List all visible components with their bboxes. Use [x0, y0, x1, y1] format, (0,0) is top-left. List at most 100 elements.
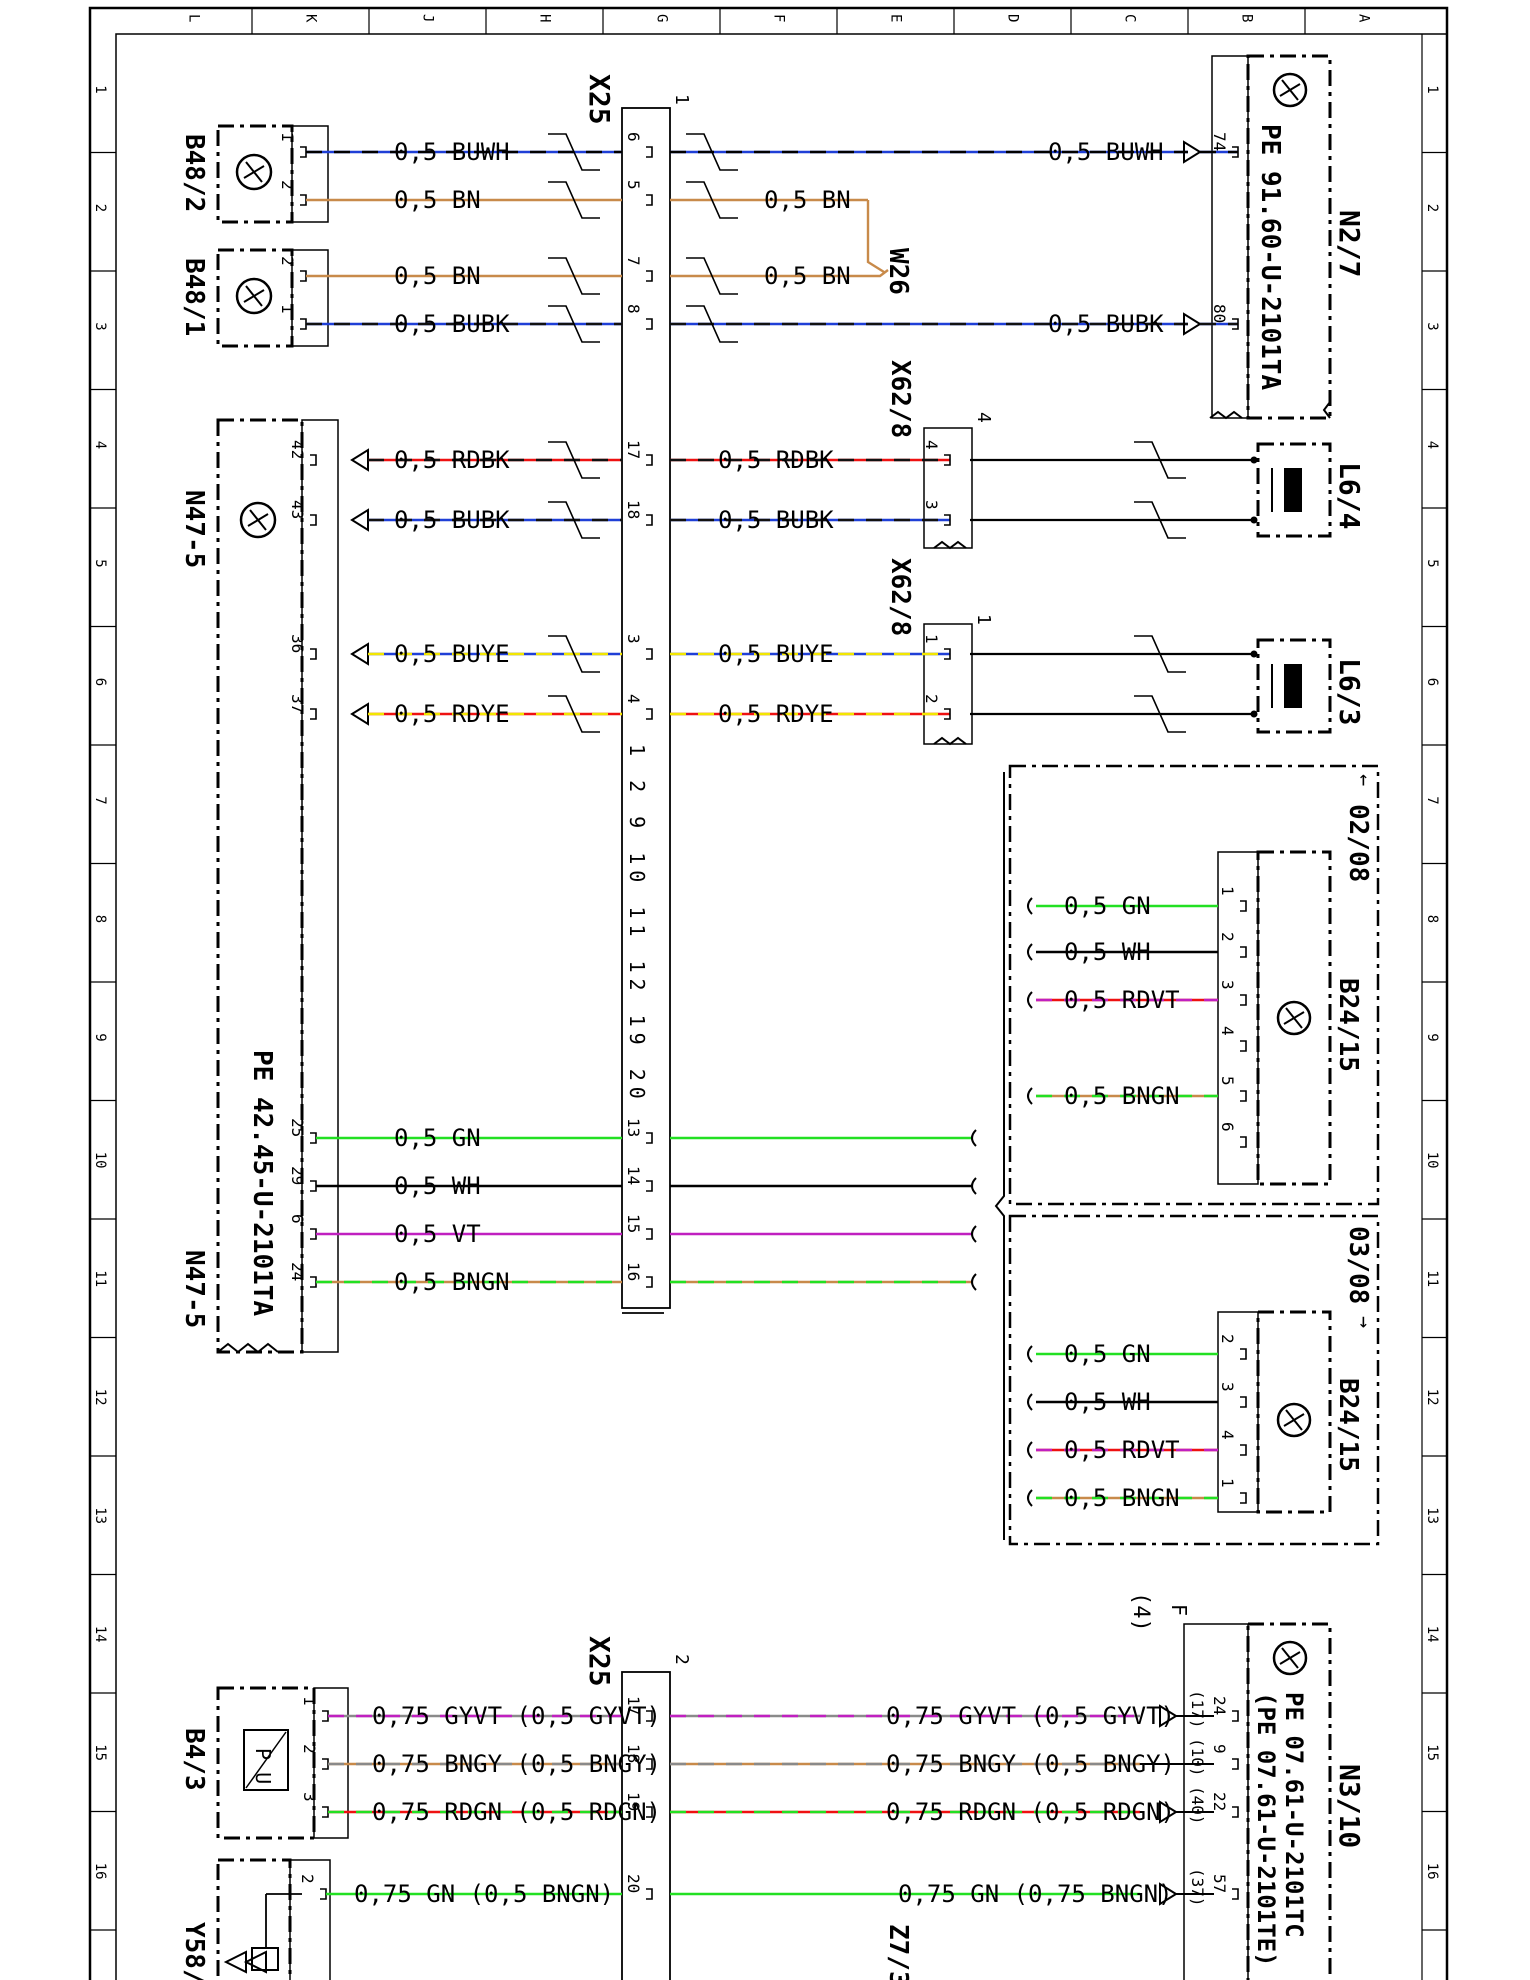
- pin-terminal: [1232, 318, 1239, 330]
- pin-number: 19: [624, 1792, 643, 1811]
- x62-8-connector-b[interactable]: X62/8 1: [885, 558, 994, 745]
- wire-label-right: 0,5 BUBK: [1048, 310, 1164, 338]
- b48-1-component[interactable]: B48/1: [179, 248, 329, 348]
- row-number: 8: [1424, 915, 1440, 923]
- pin-number: 57: [1210, 1874, 1229, 1893]
- l6-3-coil[interactable]: L6/3: [1256, 638, 1366, 734]
- pin-terminal: [1232, 1758, 1239, 1770]
- wire-label-right: 0,5 BN: [764, 262, 851, 290]
- y58-component[interactable]: Y58/: [179, 1858, 331, 1980]
- column-letter: E: [888, 14, 904, 22]
- pin-terminal: [646, 648, 653, 660]
- row-number: 3: [92, 322, 108, 330]
- column-letter: L: [186, 14, 202, 22]
- wire-break: [1134, 441, 1186, 479]
- ref-03-08[interactable]: 03/08: [1343, 1226, 1373, 1304]
- x62-8-connector-a[interactable]: X62/8 4: [885, 360, 994, 549]
- pin-number: 29: [288, 1166, 307, 1185]
- pin-number-alt: (10): [1188, 1738, 1207, 1777]
- row-number: 10: [92, 1152, 108, 1169]
- pin-number: 5: [1218, 1076, 1237, 1086]
- pin-number: 22: [1210, 1792, 1229, 1811]
- pin-terminal: [646, 1806, 653, 1818]
- column-letter: H: [537, 14, 553, 22]
- ref-02-08[interactable]: 02/08: [1343, 804, 1373, 882]
- pin-terminal: [944, 708, 951, 720]
- n2-7-component[interactable]: PE 91.60-U-2101TA N2/7: [1211, 54, 1366, 420]
- wire-label-right: 0,5 BUYE: [718, 640, 834, 668]
- n47-5-component[interactable]: N47-5 N47-5 PE 42.45-U-2101TA: [179, 418, 339, 1354]
- pin-number: 4: [1218, 1026, 1237, 1036]
- x62-8-number: 1: [973, 614, 994, 625]
- b24-wire-label: 0,5 GN: [1064, 1340, 1151, 1368]
- row-number: 1: [1424, 85, 1440, 93]
- n3-10-pe-reference-a[interactable]: PE 07.61-U-2101TC: [1280, 1692, 1308, 1938]
- pin-number: 6: [288, 1214, 307, 1224]
- pin-terminal: [646, 708, 653, 720]
- row-number: 15: [92, 1744, 108, 1761]
- pin-number: 6: [624, 132, 643, 142]
- x25-connector-top[interactable]: X25 1: [583, 74, 692, 1314]
- wire-break: [1134, 695, 1186, 733]
- wire-break: [548, 181, 600, 219]
- pin-terminal: [310, 1276, 317, 1288]
- pin-terminal: [646, 1276, 653, 1288]
- pin-terminal: [320, 1888, 327, 1900]
- l6-3-label: L6/3: [1333, 658, 1366, 725]
- wire-label-left: 0,5 VT: [394, 1220, 481, 1248]
- b24-15-block-upper[interactable]: B24/15 02/08 ←: [1008, 764, 1380, 1206]
- pin-terminal: [646, 1710, 653, 1722]
- pin-terminal: [310, 454, 317, 466]
- pin-terminal: [944, 648, 951, 660]
- row-number: 4: [1424, 441, 1440, 449]
- pin-terminal: [944, 514, 951, 526]
- wire-break: [1134, 635, 1186, 673]
- b4-3-component[interactable]: P U B4/3: [179, 1686, 349, 1840]
- sensor-icon: [1272, 72, 1308, 108]
- junction-dot: [1250, 710, 1258, 718]
- x25-connector-bottom[interactable]: X25 2: [583, 1636, 692, 1980]
- column-letter: K: [303, 14, 319, 23]
- w26-splice: [868, 269, 889, 278]
- inner-frame: [115, 33, 1448, 1980]
- b48-2-component[interactable]: B48/2: [179, 124, 329, 224]
- pin-number: 17: [624, 440, 643, 459]
- f-note: (4): [1128, 1592, 1153, 1632]
- pin-number: 43: [288, 500, 307, 519]
- wire-end-icon: [1027, 943, 1033, 961]
- pin-number: 1: [1218, 1478, 1237, 1488]
- wire-end-icon: [971, 1177, 977, 1195]
- row-number: 14: [92, 1626, 108, 1643]
- n47-5-pe-reference[interactable]: PE 42.45-U-2101TA: [247, 1050, 277, 1316]
- wire-label-left: 0,75 RDGN (0,5 RDGN): [372, 1798, 661, 1826]
- b48-1-label: B48/1: [179, 258, 209, 336]
- wire-label-right: 0,5 BN: [764, 186, 851, 214]
- pin-terminal: [1240, 900, 1247, 912]
- b24-15-block-lower[interactable]: B24/15 03/08 →: [1008, 1214, 1380, 1546]
- pin-terminal: [1240, 946, 1247, 958]
- pin-number: 2: [278, 180, 297, 190]
- wire-label-left: 0,5 BN: [394, 186, 481, 214]
- pin-number: 1: [278, 304, 297, 314]
- row-number: 5: [1424, 559, 1440, 567]
- n2-7-pe-reference[interactable]: PE 91.60-U-2101TA: [1255, 124, 1285, 390]
- n3-10-component[interactable]: PE 07.61-U-2101TC (PE 07.61-U-2101TE) N3…: [1128, 1592, 1366, 1980]
- wire-break: [548, 441, 600, 479]
- group-brace: [994, 772, 1005, 1540]
- pin-terminal: [944, 454, 951, 466]
- wire-label-right: 0,75 RDGN (0,5 RDGN): [886, 1798, 1175, 1826]
- pin-terminal: [300, 194, 307, 206]
- column-letter: D: [1005, 14, 1021, 22]
- row-number: 8: [92, 915, 108, 923]
- sensor-icon: [1276, 1000, 1312, 1036]
- pin-number: 2: [1218, 932, 1237, 942]
- n3-10-pe-reference-b[interactable]: (PE 07.61-U-2101TE): [1252, 1692, 1280, 1967]
- wire-label-right: 0,5 RDYE: [718, 700, 834, 728]
- l6-4-coil[interactable]: L6/4: [1256, 442, 1366, 538]
- pin-terminal: [310, 1180, 317, 1192]
- pin-number: 7: [624, 256, 643, 266]
- wire-end-icon: [1027, 897, 1033, 915]
- pin-terminal: [1232, 1888, 1239, 1900]
- pin-terminal: [646, 1758, 653, 1770]
- wire-label-right: 0,5 BUWH: [1048, 138, 1164, 166]
